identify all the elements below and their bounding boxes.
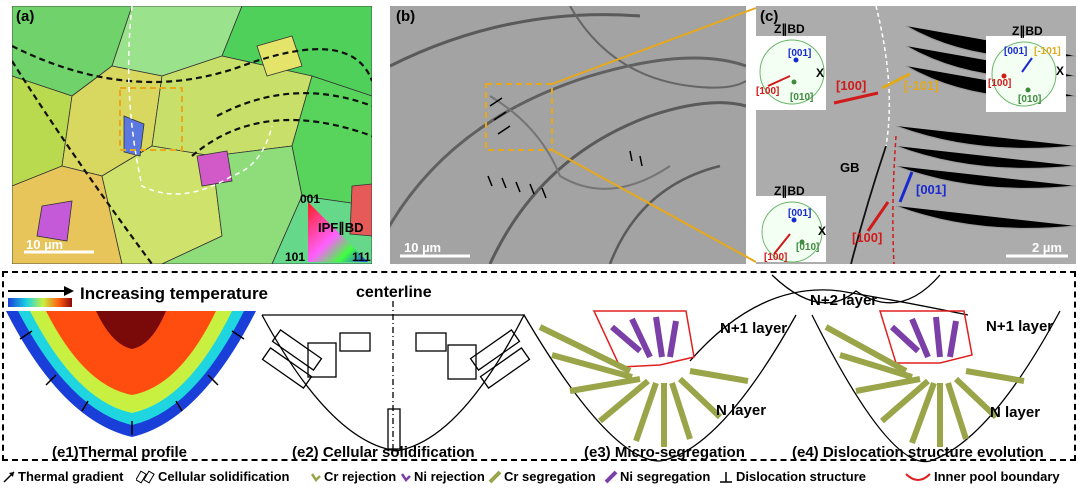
- temp-gradient-bar: [8, 298, 72, 307]
- legend-cr-rejection: Cr rejection: [310, 469, 396, 484]
- zbd-label-3: Z∥BD: [774, 184, 805, 198]
- temp-label: Increasing temperature: [80, 284, 269, 303]
- pf2-010: [010]: [1018, 94, 1042, 105]
- cr-segregation-icon: [488, 470, 502, 483]
- pf1-100: [100]: [756, 86, 780, 97]
- legend-ni-rejection-label: Ni rejection: [414, 469, 485, 484]
- schematic-drawings: [6, 274, 1061, 463]
- dir-m101-label: [-101]: [904, 78, 939, 93]
- legend-cr-rejection-label: Cr rejection: [324, 469, 397, 484]
- legend-ni-segregation-label: Ni segregation: [620, 469, 711, 484]
- legend-cellular-label: Cellular solidification: [158, 469, 290, 484]
- caption-e2: (e2) Cellular solidification: [292, 444, 475, 461]
- panel-b-label: (b): [396, 8, 416, 25]
- dislocation-icon: [720, 471, 732, 483]
- thermal-gradient-icon: [3, 470, 15, 483]
- cellular-icon: [136, 469, 155, 484]
- legend-ni-rejection: Ni rejection: [400, 469, 485, 484]
- dir-100-upper: [833, 91, 879, 105]
- centerline-label: centerline: [356, 284, 432, 301]
- ipf-triangle: [308, 202, 368, 262]
- zoom-connector-lines: [551, 7, 757, 263]
- legend-cr-segregation-label: Cr segregation: [504, 469, 596, 484]
- cr-rejection-icon: [310, 472, 321, 482]
- caption-e1: (e1)Thermal profile: [52, 444, 188, 461]
- legend-dislocation: Dislocation structure: [718, 469, 866, 484]
- e4-n2-layer-label: N+2 layer: [810, 292, 878, 309]
- e3-n1-layer-label: N+1 layer: [720, 320, 788, 337]
- dir-m101-line: [881, 72, 911, 90]
- inner-pool-boundary-icon: [905, 472, 931, 481]
- legend-ni-segregation: Ni segregation: [604, 469, 710, 484]
- ni-rejection-icon: [400, 472, 411, 482]
- ipf-001-label: 001: [300, 192, 321, 206]
- panel-a-label: (a): [16, 8, 35, 25]
- panel-c-label: (c): [760, 8, 779, 25]
- zbd-label-1: Z∥BD: [774, 22, 805, 36]
- pf2-100: [100]: [988, 78, 1012, 89]
- pf2-001: [001]: [1004, 46, 1028, 57]
- pf1-010: [010]: [790, 92, 814, 103]
- dir-001-label: [001]: [916, 182, 947, 197]
- legend-cr-segregation: Cr segregation: [488, 469, 596, 484]
- e1-thermal-profile: [6, 311, 256, 437]
- caption-e4: (e4) Dislocation structure evolution: [792, 444, 1044, 461]
- schematic-panel-e: [2, 271, 1076, 461]
- ipf-bd-label: IPF∥BD: [318, 220, 364, 235]
- panel-a-ipf-map: (a) 10 µm 001 IPF∥BD 101 111: [12, 6, 372, 264]
- legend-thermal-gradient-label: Thermal gradient: [18, 469, 124, 484]
- e2-cellular-solidification: [261, 301, 531, 452]
- e3-micro-segregation: [523, 289, 969, 462]
- grain-boundary-line: [850, 145, 887, 264]
- e4-n-layer-label: N layer: [990, 404, 1041, 421]
- legend-cellular-solidification: Cellular solidification: [136, 469, 289, 484]
- pole-figure-3: [756, 196, 826, 263]
- sem-texture: [390, 6, 746, 264]
- panel-b-sem-image: (b) 10 µm: [390, 6, 746, 264]
- pf3-010: [010]: [796, 242, 820, 253]
- sem-zoom-texture: [756, 6, 1076, 264]
- ni-segregation-icon: [604, 470, 618, 483]
- panel-c-sem-zoom: (c) Z∥BD X Z∥BD X Z∥BD X [001] [100] [01…: [756, 6, 1076, 264]
- e4-dislocation-evolution: [771, 274, 1061, 463]
- x-label-3: X: [818, 224, 827, 238]
- dir-001-line: [898, 171, 914, 203]
- pf1-001: [001]: [788, 48, 812, 59]
- legend-inner-pool-boundary-label: Inner pool boundary: [934, 469, 1060, 484]
- ipf-111-label: 111: [352, 250, 371, 264]
- legend-dislocation-label: Dislocation structure: [736, 469, 867, 484]
- scale-label-c: 2 µm: [1032, 240, 1062, 255]
- ipf-grain-map: [12, 6, 372, 264]
- legend: Thermal gradient Cellular solidification…: [0, 467, 1080, 491]
- zbd-label-2: Z∥BD: [1012, 24, 1043, 38]
- x-label-2: X: [1056, 64, 1065, 78]
- scale-label-b: 10 µm: [404, 240, 442, 255]
- zoom-box-b: [485, 83, 553, 151]
- caption-e3: (e3) Micro-segregation: [584, 444, 745, 461]
- pole-figure-2: [986, 36, 1066, 112]
- pf3-001: [001]: [788, 208, 812, 219]
- ipf-101-label: 101: [285, 250, 306, 264]
- e3-n-layer-label: N layer: [716, 402, 767, 419]
- dir-100-lower: [866, 201, 890, 232]
- pole-figure-1: [756, 36, 826, 110]
- gb-label: GB: [840, 160, 860, 175]
- x-label-1: X: [816, 66, 825, 80]
- pf3-100: [100]: [764, 252, 788, 263]
- dir-100-upper-label: [100]: [836, 78, 867, 93]
- legend-thermal-gradient: Thermal gradient: [2, 469, 123, 484]
- e4-n1-layer-label: N+1 layer: [986, 318, 1054, 335]
- dir-100-lower-label: [100]: [852, 230, 883, 245]
- pf2-m101: [-101]: [1034, 46, 1061, 57]
- zoom-box-a: [119, 87, 183, 151]
- scale-label-a: 10 µm: [26, 237, 64, 252]
- legend-inner-pool-boundary: Inner pool boundary: [904, 469, 1060, 484]
